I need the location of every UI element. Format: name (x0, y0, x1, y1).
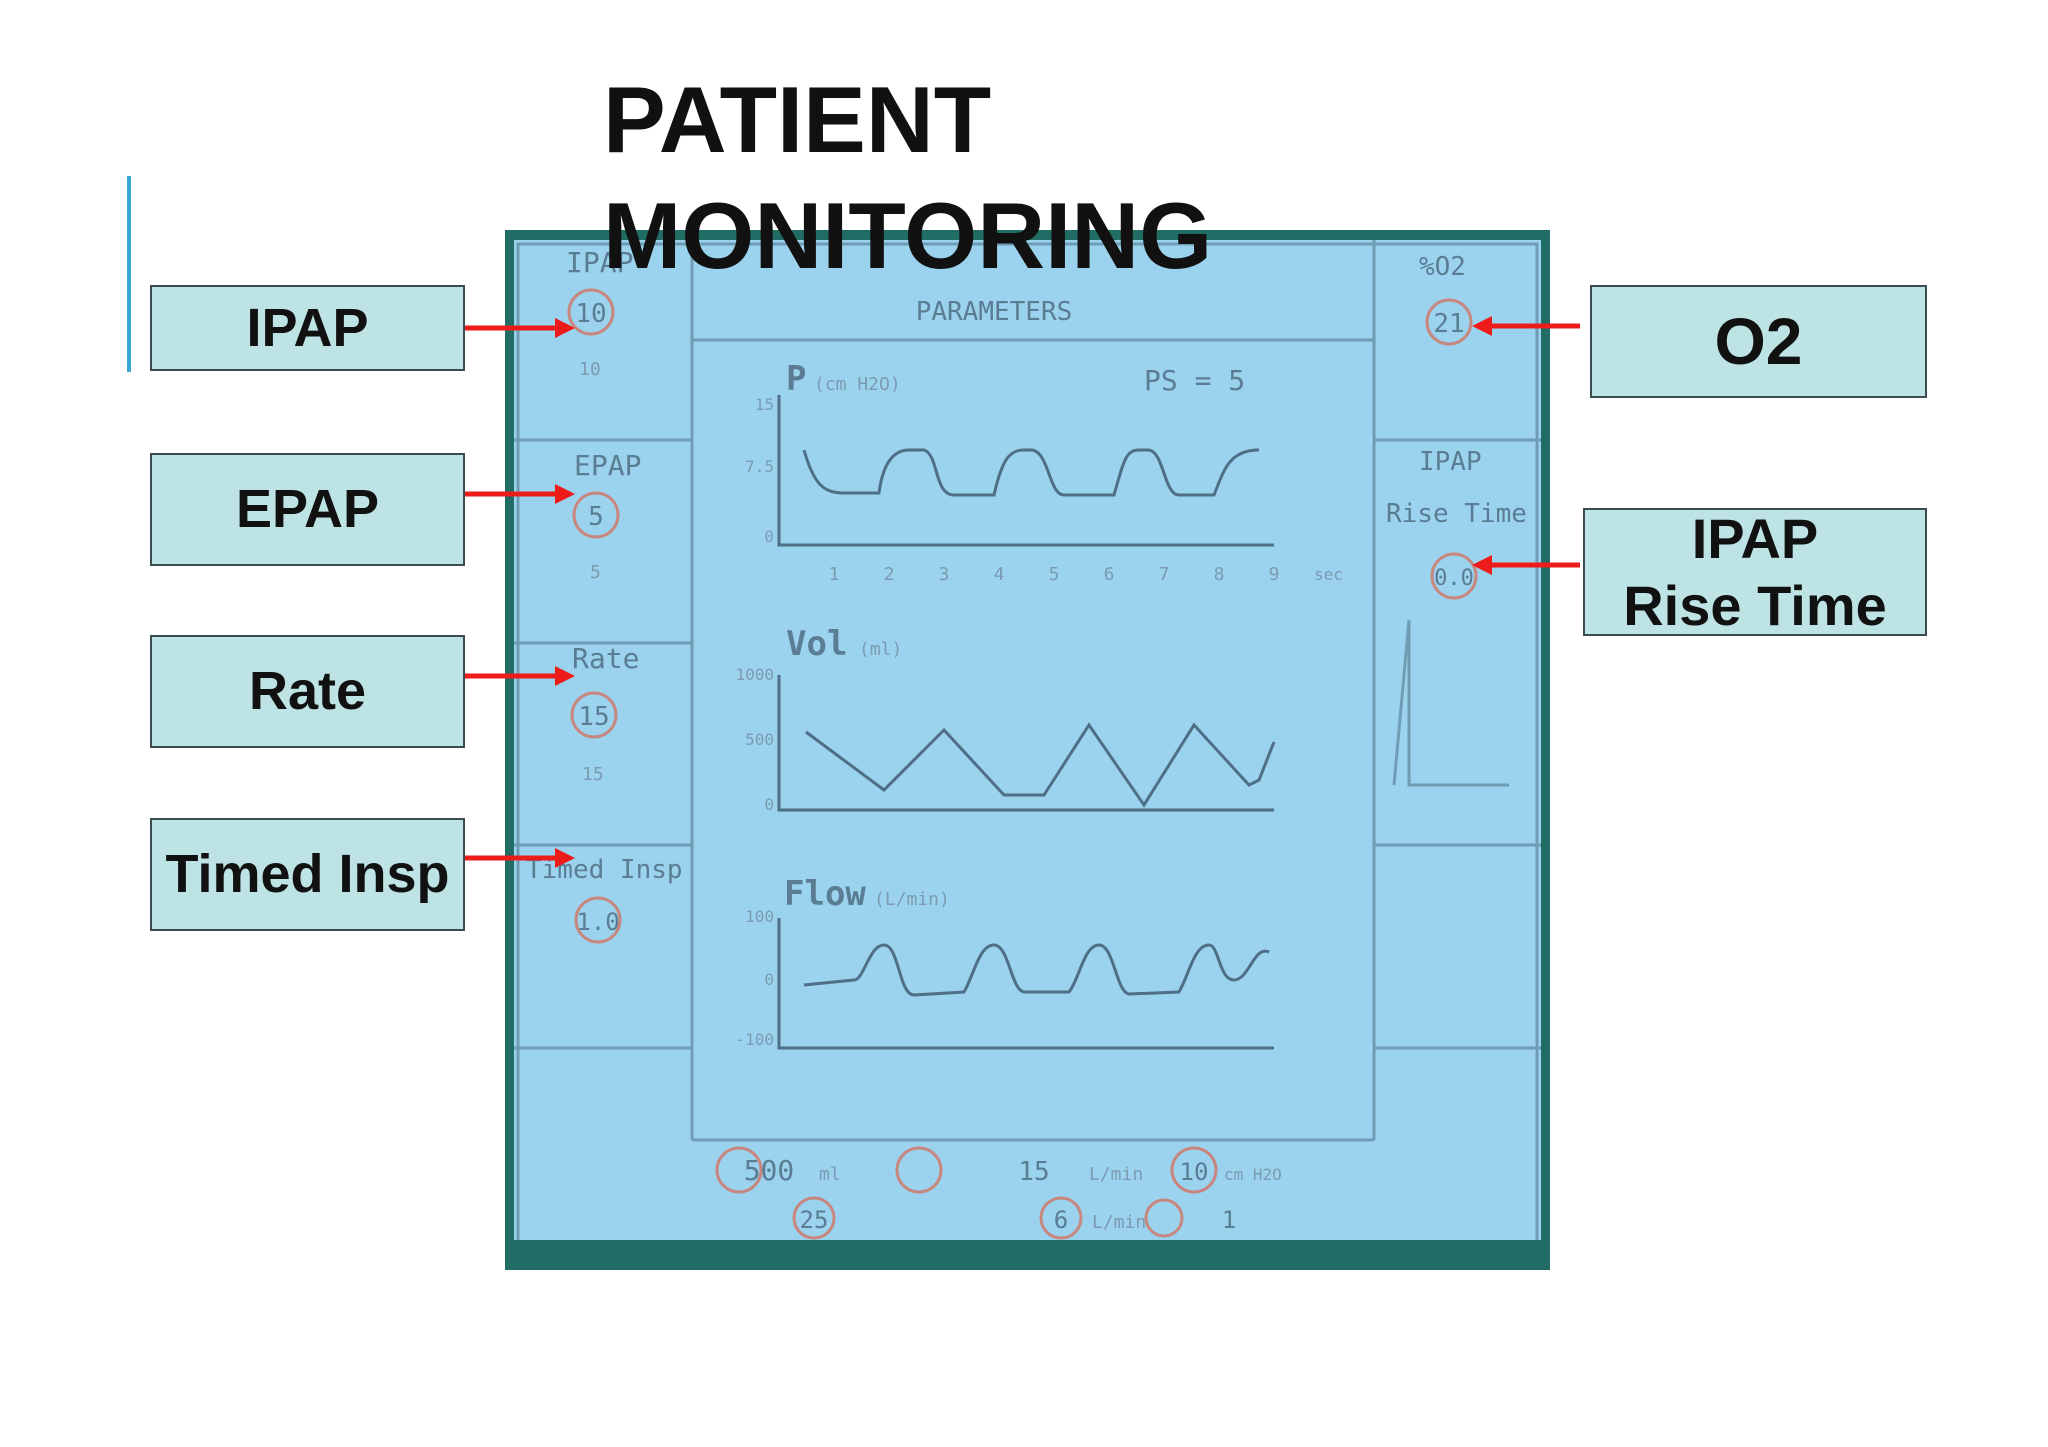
pressure-tick-1: 7.5 (745, 457, 774, 476)
min-vent-unit: L/min (1089, 1164, 1143, 1185)
timed-insp-panel-label: Timed Insp (526, 855, 683, 885)
rate-panel-sub: 15 (582, 764, 604, 785)
leak-unit: L/min (1092, 1212, 1146, 1233)
flow-tick-1: 0 (764, 970, 774, 989)
ps-setting-text: PS = 5 (1144, 364, 1245, 397)
bottom-parameter-bar: 500 ml 25 15 L/min 6 L/min 10 cm H2O 1 (715, 1146, 1282, 1240)
ipap-panel-sub: 10 (579, 359, 601, 380)
timed-insp-callout: Timed Insp (150, 818, 465, 931)
parameters-header: PARAMETERS (916, 297, 1073, 327)
pressure-tick-2: 0 (764, 527, 774, 546)
ventilator-screen: PARAMETERS IPAP 10 10 EPAP 5 5 Rate 15 1… (514, 240, 1541, 1260)
x-tick-4: 4 (994, 564, 1005, 585)
title-line-2: MONITORING (603, 183, 1213, 288)
rise-panel-label-2: Rise Time (1386, 499, 1527, 529)
x-tick-8: 8 (1214, 564, 1225, 585)
flow-graph-title: Flow (784, 874, 866, 914)
volume-graph-title: Vol (786, 624, 847, 664)
rate-callout: Rate (150, 635, 465, 748)
rate-callout-text: Rate (248, 661, 367, 722)
volume-tick-2: 0 (764, 795, 774, 814)
x-tick-6: 6 (1104, 564, 1115, 585)
x-tick-7: 7 (1159, 564, 1170, 585)
pressure-tick-0: 15 (755, 395, 774, 414)
ti-value: 25 (800, 1206, 829, 1234)
x-tick-9: 9 (1269, 564, 1280, 585)
volume-y-ticks: 1000 500 0 (735, 665, 774, 814)
ventilator-screen-drawing: PARAMETERS IPAP 10 10 EPAP 5 5 Rate 15 1… (514, 240, 1541, 1260)
epap-panel-value: 5 (588, 502, 604, 532)
x-tick-1: 1 (829, 564, 840, 585)
epap-callout-text: EPAP (235, 479, 380, 540)
pressure-graph-unit: (cm H2O) (814, 374, 901, 395)
flow-y-ticks: 100 0 -100 (735, 907, 774, 1049)
volume-tick-1: 500 (745, 730, 774, 749)
o2-callout-text: O2 (1714, 303, 1803, 378)
pressure-y-ticks: 15 7.5 0 (745, 395, 774, 546)
ipap-rise-callout-line-1: IPAP (1691, 506, 1819, 570)
x-tick-3: 3 (939, 564, 950, 585)
title-line-1: PATIENT (603, 67, 992, 172)
o2-panel-label: %O2 (1419, 252, 1466, 282)
rise-panel-value: 0.0 (1434, 566, 1474, 591)
rr-value: 1 (1222, 1206, 1236, 1234)
volume-tick-0: 1000 (735, 665, 774, 684)
volume-graph-unit: (ml) (859, 639, 902, 660)
page-title: PATIENT MONITORING (603, 62, 1403, 294)
pip-value: 10 (1180, 1158, 1209, 1186)
vt-value: 500 (744, 1154, 795, 1187)
timed-insp-callout-text: Timed Insp (165, 844, 450, 905)
accent-line (127, 176, 131, 372)
pressure-graph-title: P (786, 359, 806, 399)
epap-panel-sub: 5 (590, 562, 601, 583)
ipap-panel-value: 10 (575, 299, 606, 329)
leak-value: 6 (1054, 1206, 1068, 1234)
rise-panel-label-1: IPAP (1419, 447, 1482, 477)
rate-panel-label: Rate (572, 642, 639, 675)
ipap-rise-time-callout: IPAP Rise Time (1583, 506, 1927, 637)
flow-tick-2: -100 (735, 1030, 774, 1049)
pip-unit: cm H2O (1224, 1165, 1282, 1184)
flow-tick-0: 100 (745, 907, 774, 926)
x-unit-label: sec (1314, 565, 1343, 584)
min-vent-value: 15 (1018, 1157, 1049, 1187)
x-tick-5: 5 (1049, 564, 1060, 585)
vt-unit: ml (819, 1164, 841, 1185)
epap-panel-label: EPAP (574, 449, 641, 482)
x-tick-labels: 1 2 3 4 5 6 7 8 9 sec (829, 564, 1343, 585)
rise-time-ramp (1392, 619, 1509, 787)
pressure-waveform (802, 448, 1260, 497)
ipap-callout-text: IPAP (246, 297, 369, 358)
flow-graph-unit: (L/min) (874, 889, 950, 910)
timed-insp-panel-value: 1.0 (576, 908, 619, 936)
volume-waveform (805, 722, 1276, 808)
ipap-rise-callout-line-2: Rise Time (1623, 574, 1887, 637)
rate-panel-value: 15 (578, 702, 609, 732)
ipap-callout: IPAP (150, 285, 465, 371)
x-tick-2: 2 (884, 564, 895, 585)
o2-panel-value: 21 (1433, 309, 1464, 339)
epap-callout: EPAP (150, 453, 465, 566)
o2-callout: O2 (1590, 285, 1927, 398)
flow-waveform (803, 943, 1270, 997)
ipap-panel-label: IPAP (566, 246, 633, 279)
